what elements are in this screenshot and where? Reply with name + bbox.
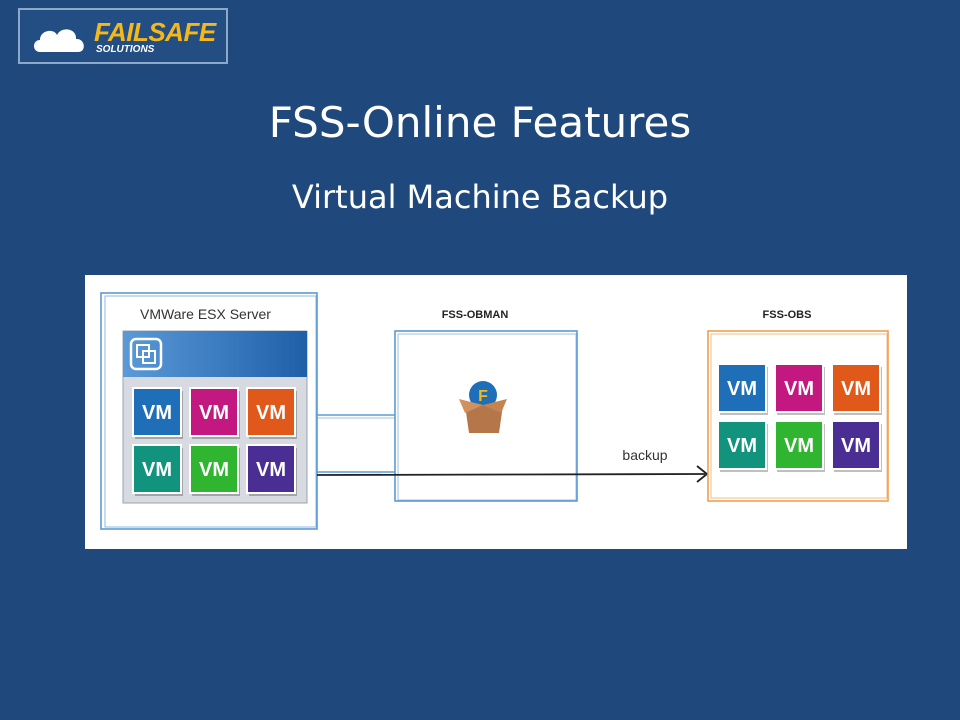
connector-lines xyxy=(317,414,395,473)
esx-server-frame xyxy=(100,292,318,530)
slide-subtitle: Virtual Machine Backup xyxy=(291,178,669,216)
obs-vm-tile: VM xyxy=(831,420,882,472)
obs-label: FSS-OBS xyxy=(763,309,812,321)
vm-tiles: VM VM VM VM VM VM VM VM VM VM VM VM xyxy=(132,363,882,496)
vm-label: VM xyxy=(256,459,286,481)
obs-vm-tile: VM xyxy=(774,363,825,415)
obs-vm-tile: VM xyxy=(831,363,882,415)
backup-label: backup xyxy=(622,447,667,463)
logo-name: FAILSAFE xyxy=(94,17,216,47)
box-icon: F xyxy=(459,381,507,433)
backup-diagram: VMWare ESX Server FSS-OBMAN F xyxy=(85,275,907,549)
logo-tagline: SOLUTIONS xyxy=(96,44,155,55)
vm-label: VM xyxy=(256,402,286,424)
server-vm-tile: VM xyxy=(189,387,240,439)
esx-server-label: VMWare ESX Server xyxy=(140,306,271,322)
obman-frame xyxy=(394,330,578,502)
server-vm-tile: VM xyxy=(132,387,183,439)
obs-vm-tile: VM xyxy=(717,420,768,472)
vm-label: VM xyxy=(784,435,814,457)
vm-label: VM xyxy=(841,378,871,400)
svg-text:F: F xyxy=(478,388,488,405)
obman-label: FSS-OBMAN xyxy=(442,309,509,321)
slide-title: FSS-Online Features xyxy=(268,98,692,147)
obs-frame xyxy=(707,330,889,502)
server-vm-tile: VM xyxy=(246,444,297,496)
vm-label: VM xyxy=(199,402,229,424)
cloud-icon xyxy=(34,29,84,52)
obs-vm-tile: VM xyxy=(717,363,768,415)
vm-label: VM xyxy=(142,459,172,481)
backup-arrow xyxy=(316,465,709,483)
vsphere-icon xyxy=(129,337,163,371)
vm-label: VM xyxy=(727,435,757,457)
diagram-canvas: VMWare ESX Server FSS-OBMAN F xyxy=(100,292,889,530)
server-vm-tile: VM xyxy=(246,387,297,439)
obs-vm-tile: VM xyxy=(774,420,825,472)
server-vm-tile: VM xyxy=(189,444,240,496)
vm-label: VM xyxy=(727,378,757,400)
vm-label: VM xyxy=(199,459,229,481)
vm-label: VM xyxy=(784,378,814,400)
vm-label: VM xyxy=(841,435,871,457)
vm-label: VM xyxy=(142,402,172,424)
server-vm-tile: VM xyxy=(132,444,183,496)
failsafe-logo: FAILSAFE SOLUTIONS xyxy=(18,8,228,64)
